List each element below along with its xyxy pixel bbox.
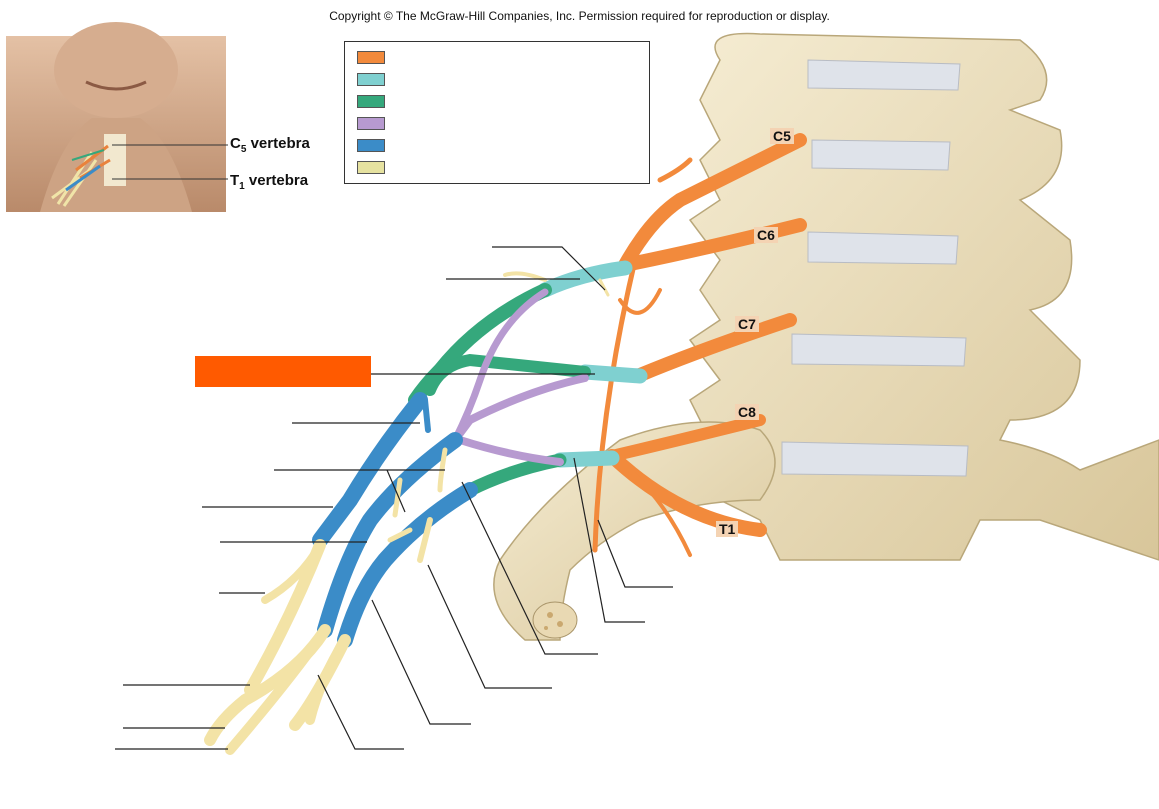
leader-lines (115, 246, 673, 750)
root-label-c7: C7 (735, 316, 759, 332)
legend-swatch-trunks (357, 73, 385, 86)
nerve-cords (312, 392, 478, 648)
root-label-t1: T1 (716, 521, 739, 537)
t1-vertebra-label: T1 vertebra (230, 172, 309, 192)
root-label-c6: C6 (754, 227, 778, 243)
copyright-notice: Copyright © The McGraw-Hill Companies, I… (329, 9, 830, 23)
legend-box (344, 41, 650, 184)
nerve-roots (592, 133, 807, 557)
root-label-c5: C5 (770, 128, 794, 144)
posterior-divisions (451, 288, 589, 466)
legend-swatch-cords (357, 139, 385, 152)
vertebral-column (688, 32, 1159, 561)
neck-inset-illustration (6, 22, 228, 212)
root-label-c8: C8 (735, 404, 759, 420)
legend-swatch-branches (357, 161, 385, 174)
terminal-branches (204, 271, 610, 755)
c5-vertebra-label: C5 vertebra (230, 135, 310, 155)
legend-swatch-posterior (357, 117, 385, 130)
redacted-label-box (195, 356, 371, 387)
legend-swatch-roots (357, 51, 385, 64)
nerve-trunks (537, 260, 648, 468)
legend-swatch-divisions (357, 95, 385, 108)
